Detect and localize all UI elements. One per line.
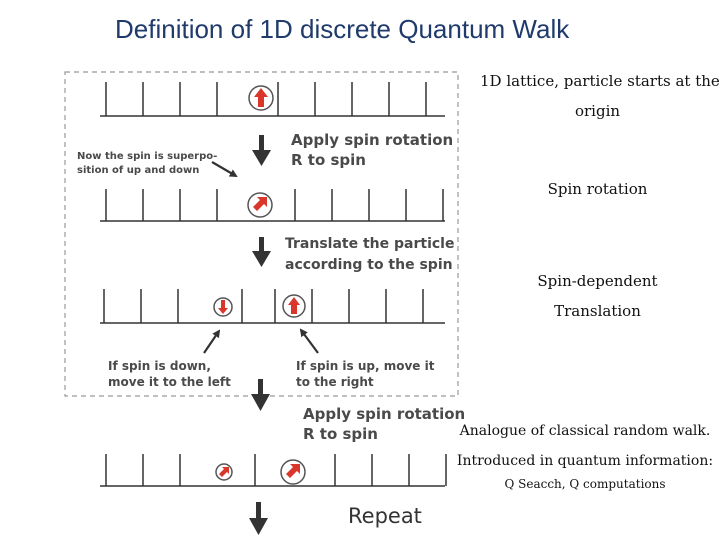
rotation-label-2: Apply spin rotation R to spin: [303, 405, 470, 443]
lattice-3: [100, 289, 445, 324]
page-title: Definition of 1D discrete Quantum Walk: [115, 14, 570, 44]
rotation-label-1: Apply spin rotation R to spin: [291, 131, 458, 169]
pointer-arrow-up: [299, 328, 319, 354]
spin-down-particle-left: [213, 297, 233, 317]
rotated-particle-left: [215, 463, 233, 481]
note-lattice-line-1: 1D lattice, particle starts at the: [480, 72, 720, 90]
flow-arrow-3: [251, 379, 270, 411]
note-lattice-line-2: origin: [574, 102, 621, 120]
note-translation-line-2: Translation: [554, 302, 641, 320]
note-spin-rotation: Spin rotation: [547, 180, 648, 198]
translate-label: Translate the particle according to the …: [285, 236, 459, 273]
rotated-spin-particle: [247, 192, 273, 218]
spin-up-particle: [248, 85, 274, 111]
lattice-1: [100, 82, 445, 117]
pointer-arrow-superposition: [211, 161, 238, 178]
flow-arrow-1: [252, 135, 271, 166]
spin-up-note: If spin is up, move it to the right: [296, 359, 439, 389]
flow-arrow-2: [252, 237, 271, 267]
superposition-note: Now the spin is superpo- sition of up an…: [77, 151, 221, 176]
note-analogue: Analogue of classical random walk. Intro…: [452, 416, 718, 476]
note-applications: Q Seacch, Q computations: [504, 477, 666, 491]
note-lattice: 1D lattice, particle starts at the origi…: [480, 66, 720, 126]
note-analogue-line-1: Analogue of classical random walk.: [459, 423, 711, 439]
spin-up-particle-right: [282, 294, 306, 318]
lattice-4: [100, 454, 447, 487]
lattice-2: [100, 189, 445, 222]
pointer-arrow-down: [203, 329, 221, 354]
note-translation-line-1: Spin-dependent: [537, 272, 658, 290]
flow-arrow-4: [249, 502, 268, 535]
note-translation: Spin-dependent Translation: [480, 266, 715, 326]
note-analogue-line-2: Introduced in quantum information:: [456, 453, 714, 469]
rotated-particle-right: [280, 459, 306, 485]
repeat-label: Repeat: [348, 504, 422, 528]
dashed-frame: [64, 71, 459, 397]
spin-down-note: If spin is down, move it to the left: [108, 359, 231, 389]
